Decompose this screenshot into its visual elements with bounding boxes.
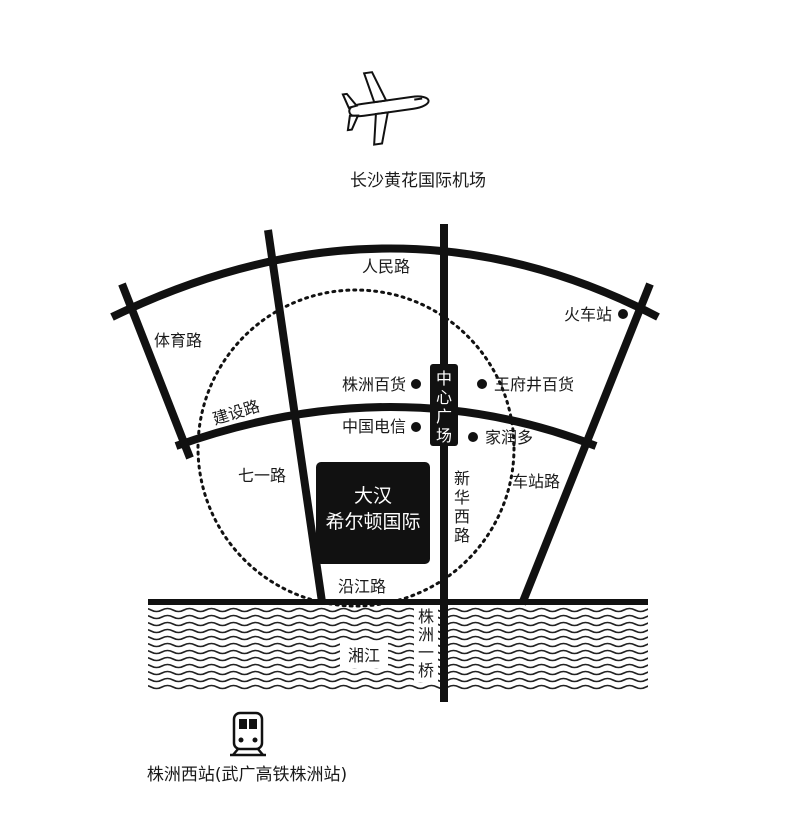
- river-wave-line: [148, 656, 648, 662]
- central-square-char: 心: [436, 388, 452, 407]
- hotel-name-line2: 希尔顿国际: [325, 511, 420, 533]
- hotel-hilton-block: [316, 462, 430, 564]
- river-wave-line: [148, 663, 648, 669]
- station-label: 株洲西站(武广高铁株洲站): [147, 765, 347, 785]
- river-xiangjiang: [148, 607, 648, 690]
- bridge-label-char: 株: [418, 607, 434, 626]
- road-qiyi: [264, 229, 326, 603]
- airplane-icon: [341, 71, 430, 146]
- river-wave-line: [148, 635, 648, 641]
- river-wave-line: [148, 621, 648, 627]
- poi-label-zhongguo-dianxin: 中国电信: [342, 417, 406, 436]
- bridge-label-char: 桥: [418, 661, 434, 680]
- service-radius-circle: [196, 288, 516, 608]
- bridge-label-char: 一: [418, 643, 434, 662]
- road-label-xinhua-char: 华: [454, 488, 470, 507]
- bridge-label-bg: [414, 606, 438, 682]
- bridge-label-char: 洲: [418, 625, 434, 644]
- central-square-char: 广: [436, 407, 452, 426]
- poi-dot-wangfujing: [477, 379, 487, 389]
- river-wave-line: [148, 684, 648, 690]
- road-label-tiyu: 体育路: [154, 331, 202, 350]
- central-square-char: 场: [436, 426, 452, 445]
- road-label-renmin: 人民路: [362, 257, 410, 276]
- river-wave-line: [148, 614, 648, 620]
- river-label-bg: [340, 642, 388, 668]
- road-label-xinhua-char: 西: [454, 507, 470, 526]
- road-label-xinhua-char: 路: [454, 526, 470, 545]
- river-wave-line: [148, 677, 648, 683]
- airport-label: 长沙黄花国际机场: [350, 171, 486, 191]
- road-renmin: [110, 244, 660, 321]
- poi-label-jiarunduo: 家润多: [485, 428, 533, 447]
- poi-label-zhuzhou-baihuo: 株洲百货: [342, 375, 406, 394]
- river-wave-line: [148, 649, 648, 655]
- road-label-yanjiang: 沿江路: [338, 577, 386, 596]
- river-wave-line: [148, 642, 648, 648]
- poi-dot-zhuzhou-baihuo: [411, 379, 421, 389]
- river-wave-line: [148, 607, 648, 613]
- hotel-name-line1: 大汉: [354, 485, 392, 507]
- poi-dot-huochezhan: [618, 309, 628, 319]
- poi-label-huochezhan: 火车站: [564, 305, 612, 324]
- poi-label-wangfujing: 王府井百货: [494, 375, 574, 394]
- river-label: 湘江: [348, 646, 380, 665]
- road-label-qiyi: 七一路: [238, 466, 286, 485]
- road-label-xinhua-char: 新: [454, 469, 470, 488]
- road-tiyu: [118, 282, 194, 460]
- central-square-block: [430, 364, 458, 446]
- poi-dot-zhongguo-dianxin: [411, 422, 421, 432]
- river-wave-line: [148, 628, 648, 634]
- road-chezhan: [518, 282, 654, 606]
- road-jianshe: [174, 403, 598, 450]
- river-wave-line: [148, 670, 648, 676]
- road-label-chezhan: 车站路: [512, 472, 560, 491]
- train-icon: [230, 711, 266, 757]
- poi-dot-jiarunduo: [468, 432, 478, 442]
- central-square-char: 中: [436, 369, 452, 388]
